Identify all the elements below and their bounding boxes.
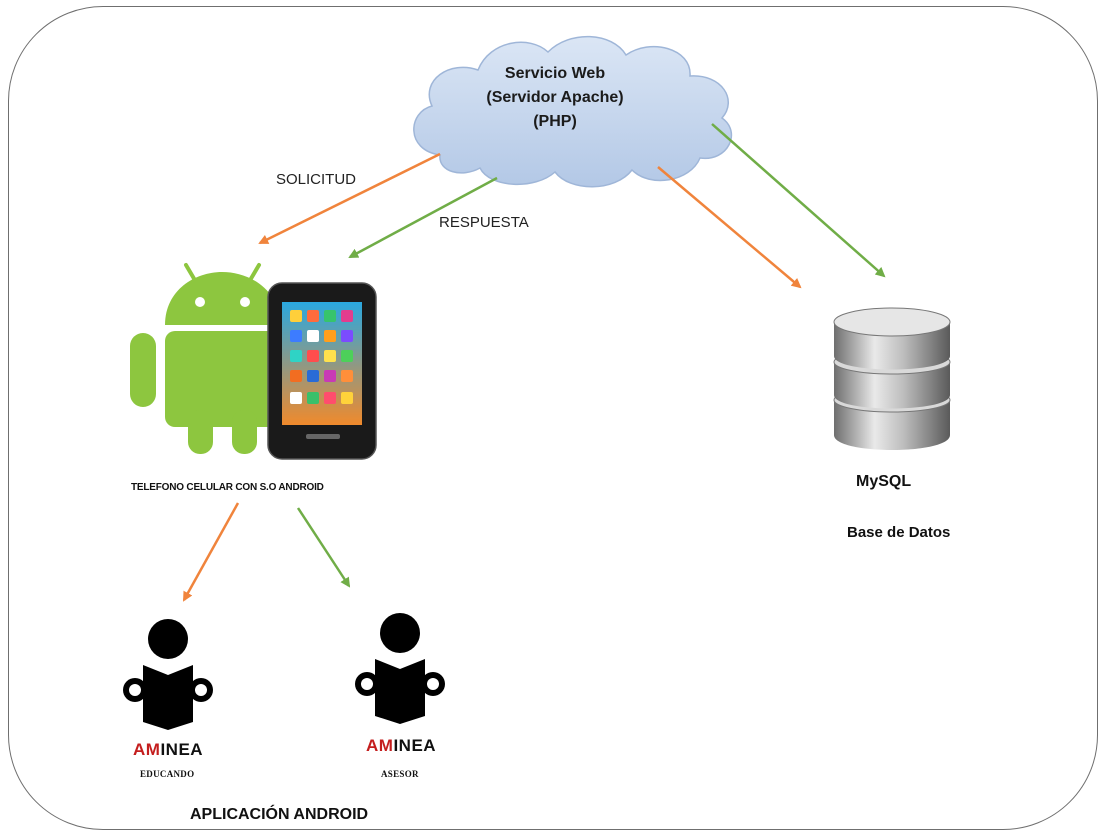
smartphone-icon (267, 282, 377, 460)
database-subtitle: Base de Datos (847, 524, 951, 541)
response-label: RESPUESTA (439, 214, 529, 231)
arrow-to-asesor (296, 507, 351, 588)
arrow-to-educando (182, 502, 240, 602)
client-label: TELEFONO CELULAR CON S.O ANDROID (131, 482, 324, 493)
web-service-label: Servicio Web (Servidor Apache) (PHP) (455, 62, 655, 134)
brand-suffix: INEA (160, 740, 204, 759)
web-service-line2: (Servidor Apache) (486, 89, 624, 106)
app-label: APLICACIÓN ANDROID (190, 806, 369, 823)
web-service-cloud (413, 35, 733, 188)
request-arrow-to-phone (258, 152, 441, 245)
educando-role: EDUCANDO (140, 769, 195, 779)
web-service-line1: Servicio Web (504, 65, 606, 82)
response-arrow-to-phone (348, 176, 498, 259)
asesor-reader-icon (355, 613, 445, 724)
request-arrow-to-db (657, 166, 802, 289)
diagram-frame (8, 6, 1098, 830)
database-icon (833, 307, 951, 450)
request-label: SOLICITUD (276, 171, 357, 188)
educando-brand: AMINEA (133, 740, 203, 760)
brand-suffix: INEA (393, 736, 437, 755)
asesor-role: ASESOR (381, 769, 419, 779)
educando-reader-icon (123, 619, 213, 730)
response-arrow-to-db (711, 123, 886, 278)
brand-prefix: AM (133, 740, 161, 759)
web-service-line3: (PHP) (533, 113, 577, 130)
asesor-brand: AMINEA (366, 736, 436, 756)
brand-prefix: AM (366, 736, 394, 755)
database-name: MySQL (856, 473, 912, 490)
